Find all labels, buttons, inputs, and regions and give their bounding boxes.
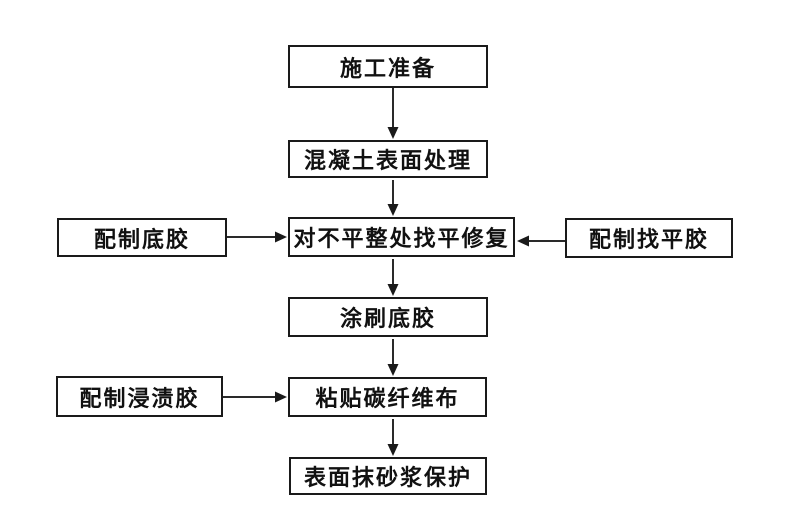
node-construction-prep: 施工准备 <box>288 45 488 88</box>
arrow-level-repair-to-primer-coat <box>387 259 399 296</box>
node-leveling-repair: 对不平整处找平修复 <box>288 217 515 257</box>
arrow-primer-mix-to-level-repair <box>227 231 287 243</box>
arrow-impreg-mix-to-fiber-paste <box>223 391 287 403</box>
node-carbon-fiber-pasting: 粘贴碳纤维布 <box>288 377 487 417</box>
node-surface-mortar-protection: 表面抹砂浆保护 <box>289 457 487 495</box>
arrow-level-mix-to-level-repair <box>517 235 565 247</box>
arrow-primer-coat-to-fiber-paste <box>387 339 399 376</box>
node-primer-adhesive-mixing: 配制底胶 <box>57 218 227 257</box>
node-leveling-adhesive-mixing: 配制找平胶 <box>565 218 733 258</box>
node-impregnating-adhesive-mixing: 配制浸渍胶 <box>56 376 223 417</box>
arrow-prep-to-surface <box>387 88 399 139</box>
node-primer-coating: 涂刷底胶 <box>288 297 488 337</box>
arrow-surface-to-level-repair <box>387 180 399 216</box>
arrow-fiber-paste-to-mortar <box>387 419 399 456</box>
node-concrete-surface-treatment: 混凝土表面处理 <box>288 140 488 178</box>
